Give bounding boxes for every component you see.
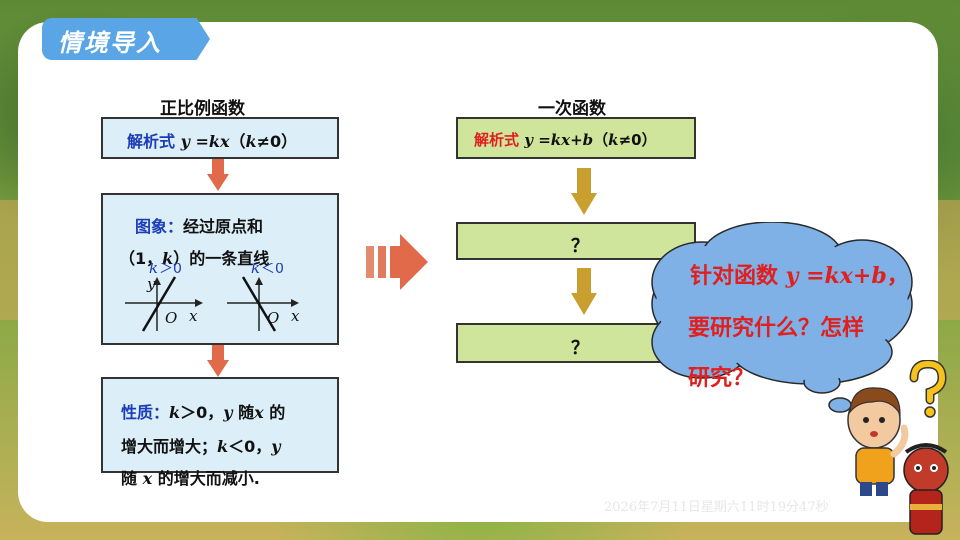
graph-sketches: k ＞0 y O x k ＜0 O x: [125, 263, 300, 332]
right-formula-cond-rest: ≠0）: [618, 131, 657, 149]
right-formula-cond-var: k: [608, 131, 619, 149]
property-line-1: 性质：k＞0，y 随x 的: [121, 399, 285, 423]
property-l1-k: k: [169, 403, 181, 422]
property-l1-c: 的: [263, 403, 286, 422]
property-l2-k: k: [217, 437, 229, 456]
graph-line-2-a: （1，: [119, 249, 163, 268]
pos-line: [141, 276, 177, 332]
unknown-mark-1: ？: [571, 236, 589, 257]
graph-line-2: （1，k）的一条直线: [119, 245, 269, 269]
pos-x-arrow: [195, 299, 203, 307]
graph-line-1: 图象：经过原点和: [135, 213, 263, 237]
property-l3-x: x: [142, 469, 153, 488]
neg-line: [241, 276, 277, 332]
left-graph-box: 图象：经过原点和 （1，k）的一条直线 k ＞0 y O x k ＜0 O x: [101, 193, 339, 345]
section-title: 情境导入: [58, 29, 162, 57]
neg-origin-label: O: [267, 309, 279, 327]
property-l1-b: 随: [232, 403, 255, 422]
neg-x-label: x: [291, 307, 300, 325]
graph-line-1-text: 经过原点和: [183, 217, 264, 236]
property-label: 性质：: [121, 403, 170, 422]
right-arrow-icon: [366, 234, 428, 290]
down-arrow-icon: [571, 168, 597, 216]
neg-x-arrow: [291, 299, 299, 307]
date-stamp: 2026年7月11日星期六11时19分47秒: [604, 500, 829, 515]
property-l1-y: y: [223, 403, 233, 422]
neg-k-cmp: ＜0: [261, 263, 284, 277]
pos-k-label: k: [149, 263, 158, 277]
left-formula-cond-var: k: [245, 132, 257, 151]
cloud-line-1-b: ，: [886, 264, 909, 289]
property-l1-a: ＞0，: [180, 403, 224, 422]
right-formula-cond-open: （: [593, 131, 609, 149]
thought-cloud-icon: [651, 222, 913, 413]
down-arrow-icon: [571, 268, 597, 316]
graph-label: 图象：: [135, 217, 184, 236]
left-heading: 正比例函数: [160, 99, 245, 119]
left-formula-expr: y =kx: [180, 132, 230, 151]
down-arrow-icon: [207, 345, 229, 377]
property-l1-x: x: [254, 403, 264, 422]
right-formula-box: 解析式 y =kx+b（k≠0）: [456, 117, 696, 159]
neg-y-arrow: [255, 277, 263, 285]
neg-k-label: k: [251, 263, 260, 277]
unknown-mark-2: ？: [571, 338, 589, 359]
cloud-line-1: 针对函数 y =kx+b，: [690, 258, 909, 290]
right-formula-expr: y =kx+b: [524, 131, 594, 149]
left-formula-label: 解析式: [127, 132, 176, 151]
left-formula: 解析式 y =kx（k≠0）: [127, 128, 297, 152]
right-unknown-box-1: ？: [456, 222, 696, 260]
property-l2-b: ＜0，: [228, 437, 272, 456]
thinking-boy-icon: [847, 387, 909, 496]
pos-k-cmp: ＞0: [159, 263, 182, 277]
property-l2-a: 增大而增大；: [121, 437, 218, 456]
right-formula: 解析式 y =kx+b（k≠0）: [474, 129, 657, 150]
section-title-tag: 情境导入: [42, 18, 210, 60]
pos-x-label: x: [189, 307, 198, 325]
cloud-line-2: 要研究什么？怎样: [688, 316, 865, 341]
right-formula-label: 解析式: [474, 131, 520, 149]
left-formula-box: 解析式 y =kx（k≠0）: [101, 117, 339, 159]
down-arrow-icon: [207, 159, 229, 191]
cloud-line-3: 研究？: [688, 366, 755, 391]
pos-origin-label: O: [165, 309, 177, 327]
left-property-box: 性质：k＞0，y 随x 的 增大而增大；k＜0，y 随 x 的增大而减小.: [101, 377, 339, 488]
left-formula-cond-rest: ≠0）: [256, 132, 298, 151]
pos-y-label: y: [146, 275, 156, 293]
property-line-3: 随 x 的增大而减小.: [121, 465, 260, 489]
right-heading: 一次函数: [538, 99, 606, 119]
property-line-2: 增大而增大；k＜0，y: [121, 433, 281, 457]
cartoon-character-icon: [903, 443, 949, 535]
cloud-line-1-expr: y =kx+b: [785, 263, 887, 289]
pos-y-arrow: [153, 277, 161, 285]
property-l2-y: y: [271, 437, 281, 456]
cloud-line-1-a: 针对函数: [690, 264, 786, 289]
property-l3-b: 的增大而减小.: [152, 469, 260, 488]
left-formula-cond-open: （: [229, 132, 246, 151]
question-mark-icon: [909, 360, 947, 418]
graph-line-2-b: ）的一条直线: [173, 249, 270, 268]
property-l3-a: 随: [121, 469, 143, 488]
graph-line-2-k: k: [162, 249, 174, 268]
